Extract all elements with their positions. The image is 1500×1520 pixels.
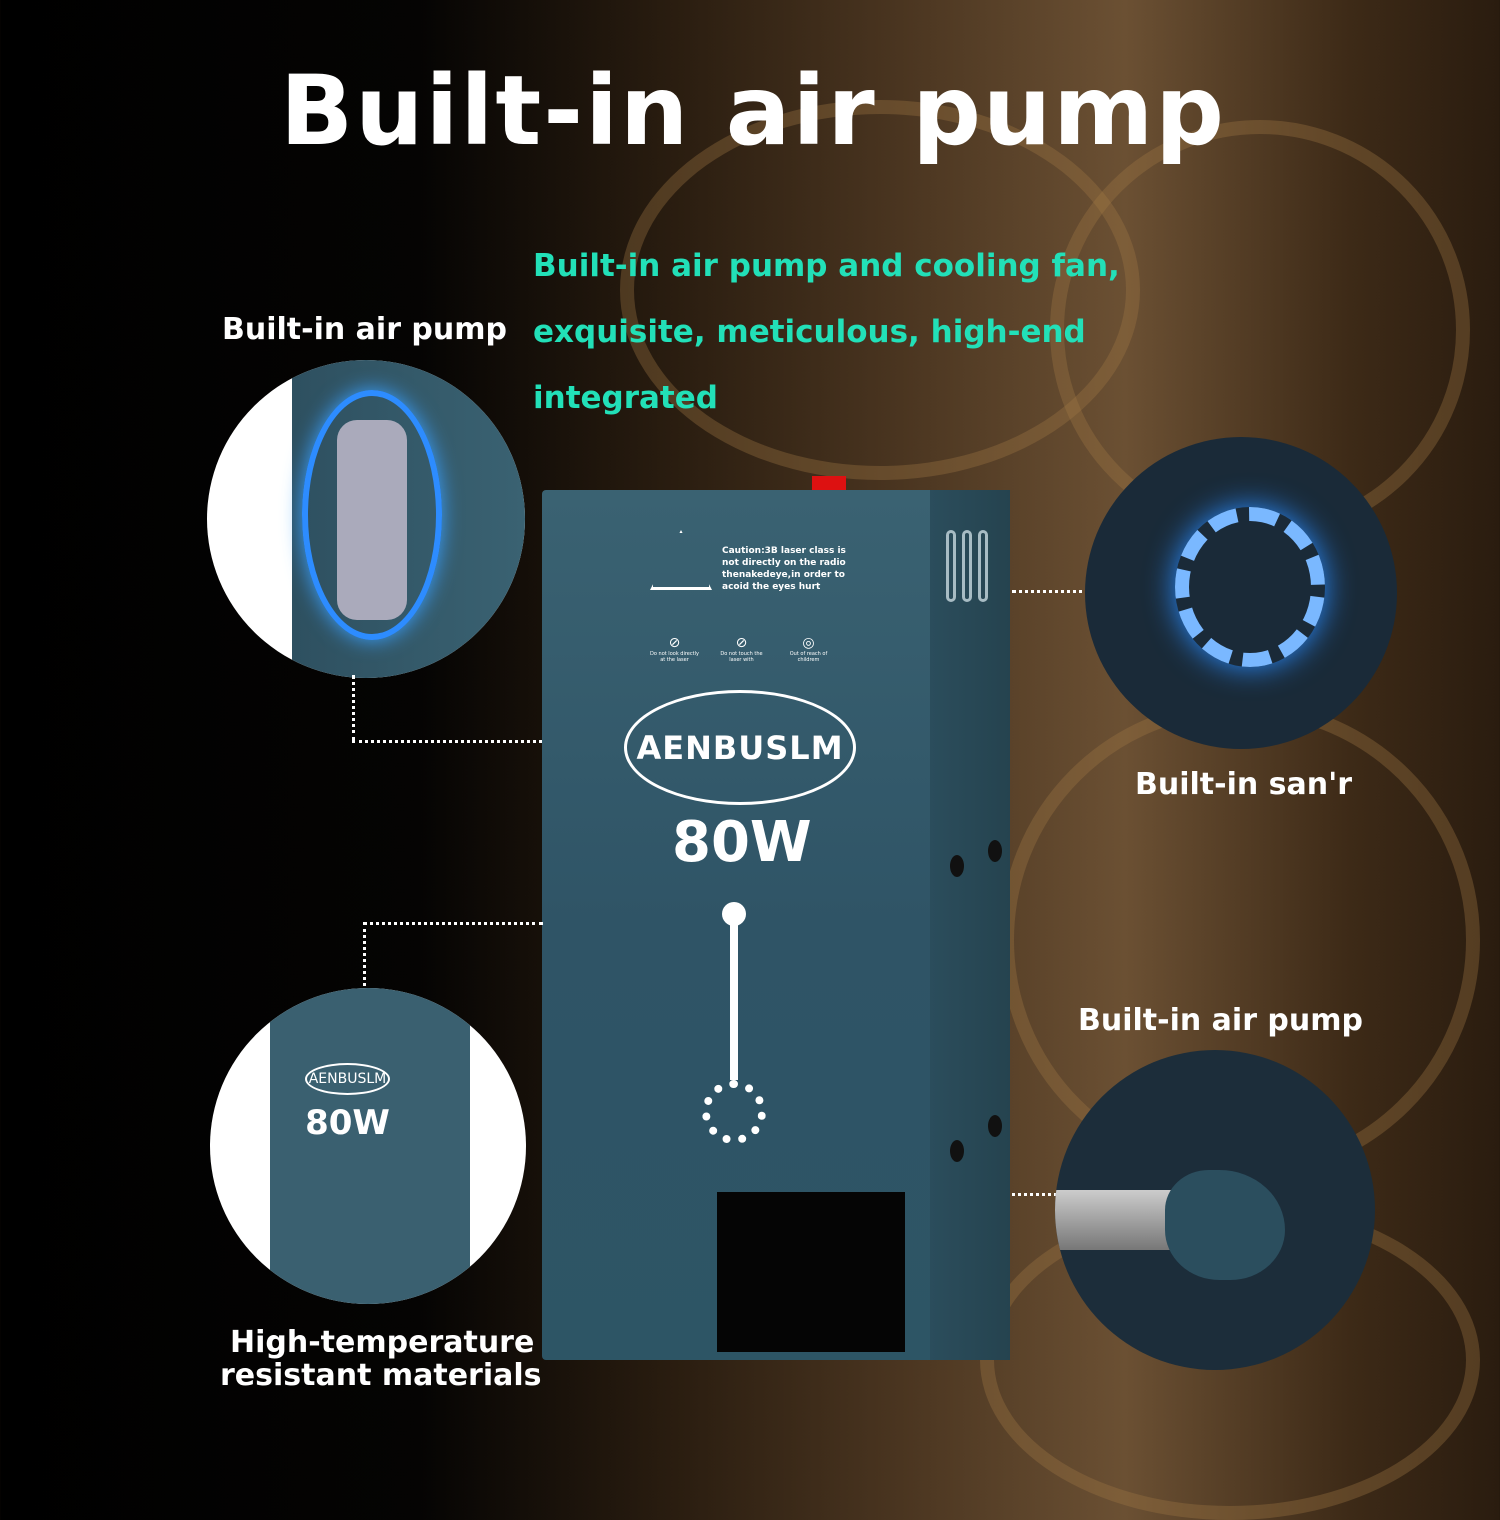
caution-text: Caution:3B laser class is not directly o… xyxy=(722,546,846,592)
subtitle-line-3: integrated xyxy=(533,380,718,416)
page-title: Built-in air pump xyxy=(280,55,1226,167)
label-built-in-fan: Built-in san'r xyxy=(1135,767,1353,802)
power-label: 80W xyxy=(672,810,812,875)
nozzle-detail-image xyxy=(1055,1050,1375,1370)
laser-warning-icon xyxy=(650,530,712,590)
subtitle-line-1: Built-in air pump and cooling fan, xyxy=(533,248,1120,284)
brand-logo: AENBUSLM xyxy=(624,690,856,805)
pump-motor-icon xyxy=(302,390,442,640)
warning-children: ◎Out of reach of childrem xyxy=(789,635,828,663)
label-air-pump-left: Built-in air pump xyxy=(222,312,507,347)
label-materials-2: resistant materials xyxy=(220,1358,542,1393)
laser-burst-icon xyxy=(702,1080,766,1144)
subtitle-line-2: exquisite, meticulous, high-end xyxy=(533,314,1086,350)
materials-detail-image: AENBUSLM 80W xyxy=(210,988,526,1304)
label-air-pump-right: Built-in air pump xyxy=(1078,1003,1363,1038)
fan-detail-image xyxy=(1085,437,1397,749)
label-materials-1: High-temperature xyxy=(230,1325,535,1360)
warning-no-touch: ⊘Do not touch the laser with xyxy=(720,635,763,663)
fan-icon xyxy=(1175,507,1325,667)
pump-detail-image xyxy=(207,360,525,678)
lens-window xyxy=(717,1192,905,1352)
warning-no-look: ⊘Do not look directly at the laser xyxy=(650,635,699,663)
